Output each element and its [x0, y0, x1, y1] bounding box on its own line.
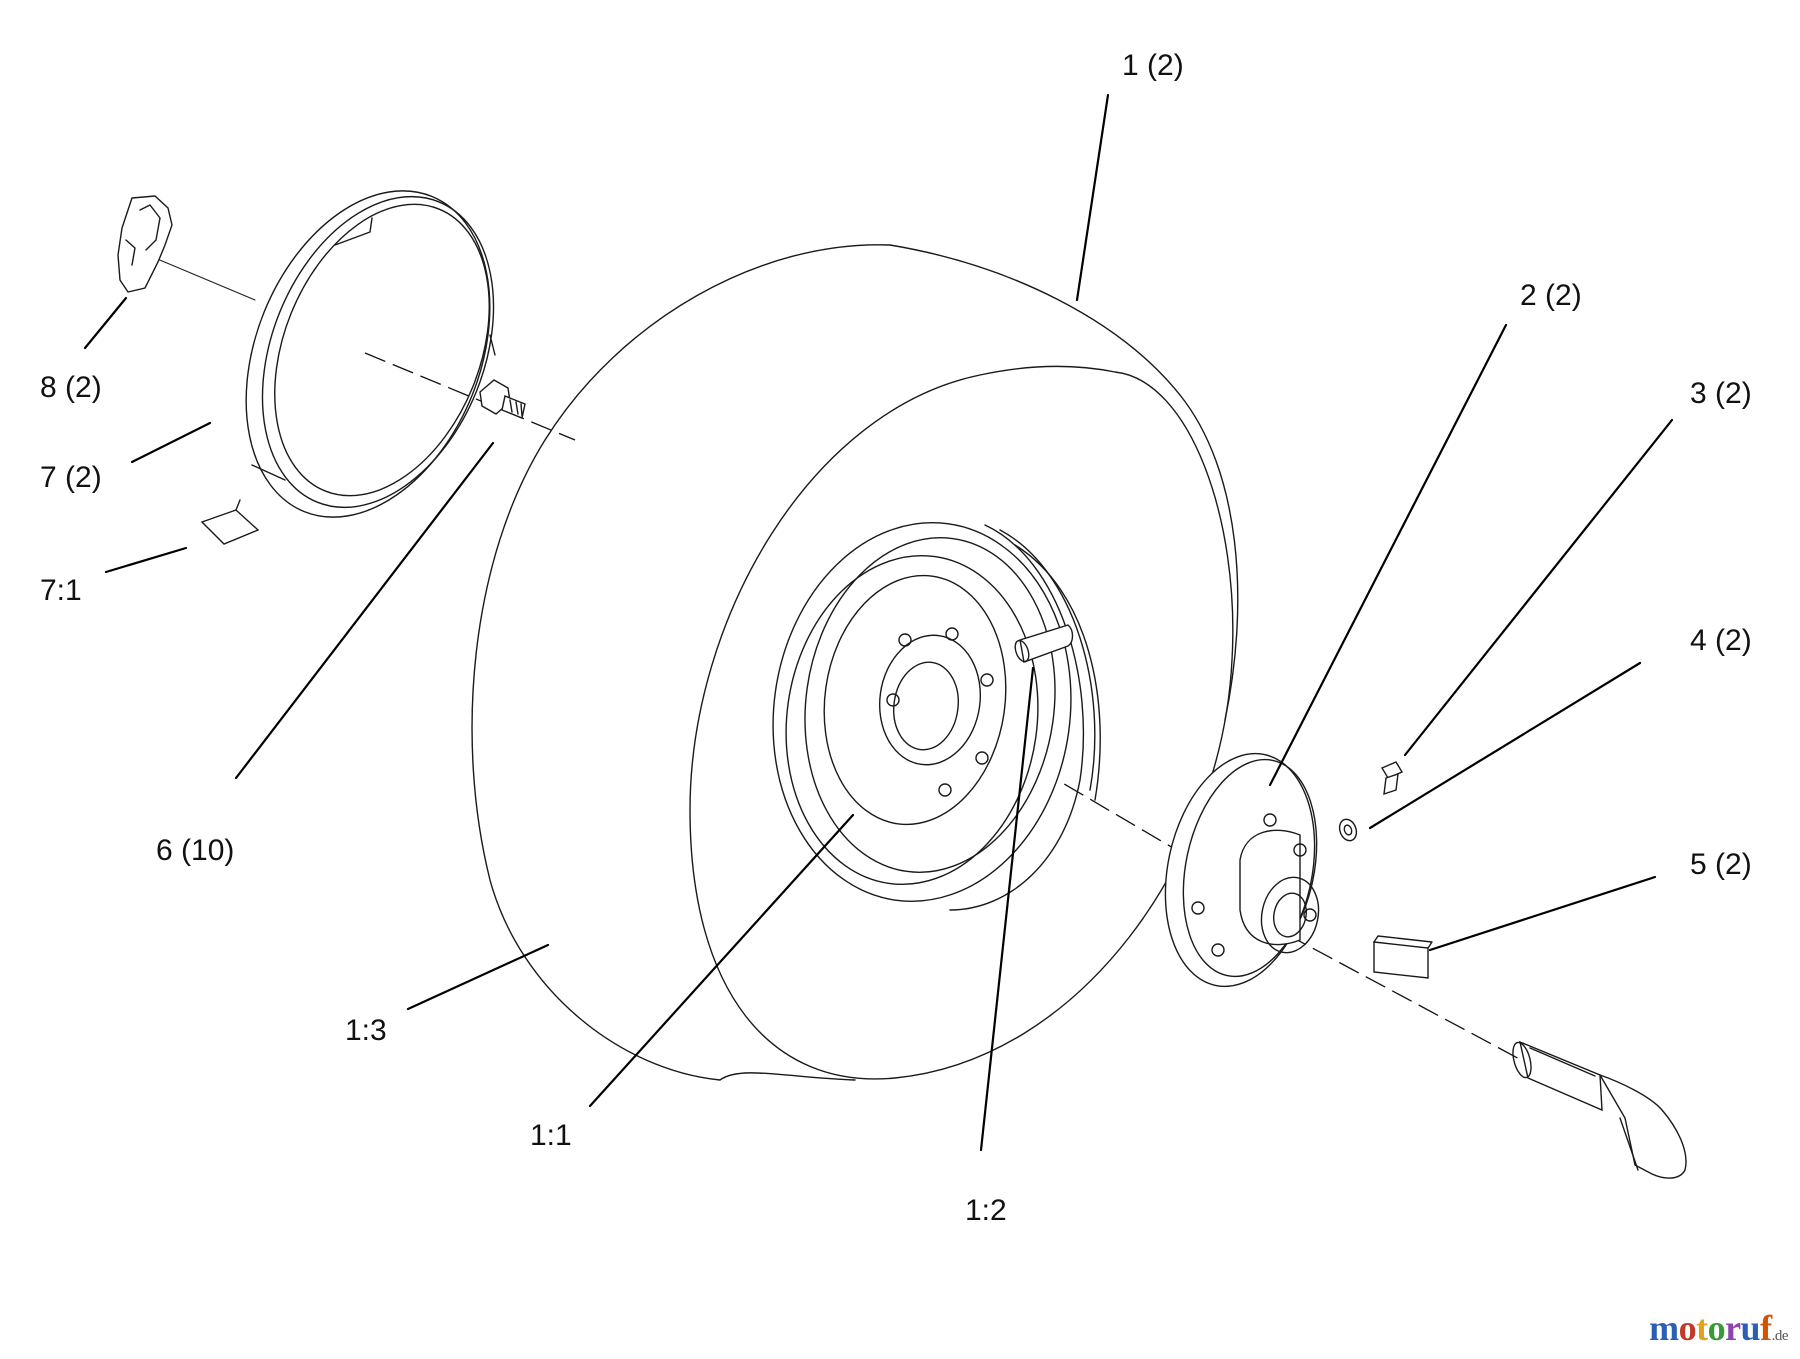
leader-lines	[83, 93, 1674, 1152]
callout-3: 3 (2)	[1690, 377, 1752, 410]
callout-7: 7 (2)	[40, 461, 102, 494]
watermark-letter: m	[1649, 1308, 1679, 1348]
square-key	[1373, 935, 1433, 979]
watermark-letter: o	[1678, 1308, 1697, 1348]
callout-1-1: 1:1	[530, 1119, 572, 1152]
callout-1-3: 1:3	[345, 1014, 387, 1047]
callout-4: 4 (2)	[1690, 624, 1752, 657]
callout-8: 8 (2)	[40, 371, 102, 404]
watermark-letter: f	[1760, 1308, 1772, 1348]
center-cap	[117, 195, 173, 293]
wheel-hub	[1164, 752, 1320, 988]
axle	[1512, 1040, 1687, 1179]
wheel-rim	[772, 522, 1101, 911]
callout-5: 5 (2)	[1690, 848, 1752, 881]
tire	[471, 244, 1239, 1081]
washer	[1338, 818, 1358, 842]
watermark-logo: motoruf.de	[1649, 1307, 1788, 1349]
watermark-letter: r	[1725, 1308, 1741, 1348]
callout-1-2: 1:2	[965, 1194, 1007, 1227]
callout-7-1: 7:1	[40, 574, 82, 607]
callout-2: 2 (2)	[1520, 279, 1582, 312]
watermark-letter: u	[1740, 1308, 1761, 1348]
lug-bolt	[479, 379, 526, 419]
callout-1: 1 (2)	[1122, 49, 1184, 82]
watermark-letter: t	[1696, 1308, 1708, 1348]
callout-6: 6 (10)	[156, 834, 234, 867]
watermark-letter: o	[1707, 1308, 1726, 1348]
wheel-cover-ring	[245, 190, 496, 518]
hub-screw	[1380, 761, 1404, 796]
tire-sidewall	[689, 365, 1234, 1080]
valve-stem	[1014, 624, 1074, 663]
callout-labels: 1 (2) 2 (2) 3 (2) 4 (2) 5 (2) 6 (10) 7 (…	[40, 49, 1752, 1227]
watermark-tld: .de	[1771, 1328, 1789, 1344]
watermark-text: motoruf	[1649, 1308, 1772, 1348]
label-plate	[200, 499, 260, 545]
